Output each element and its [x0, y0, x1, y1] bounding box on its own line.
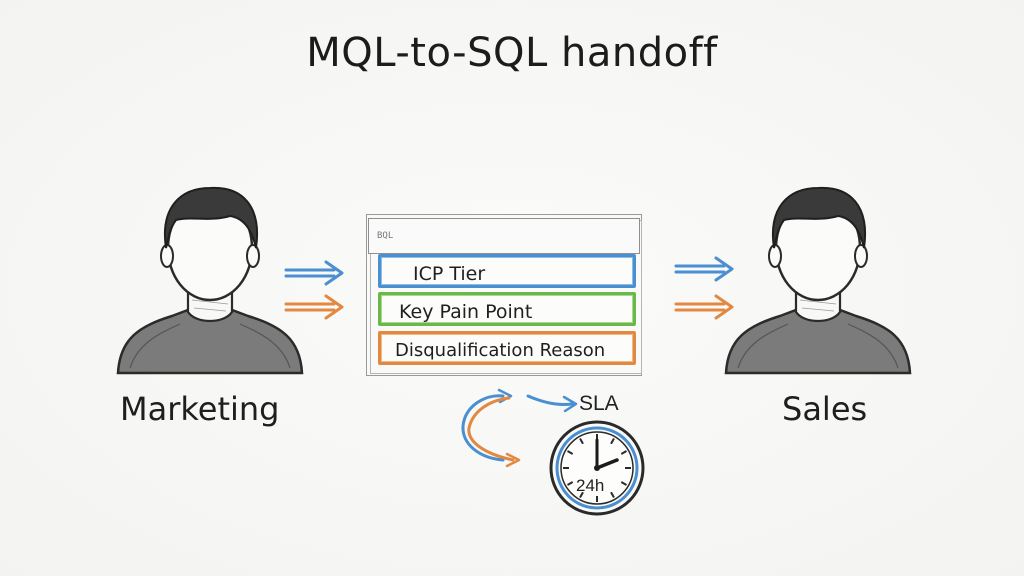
field-key-pain-point: Key Pain Point — [378, 292, 636, 326]
orange-arrow-icon — [284, 294, 344, 320]
field-icp-tier: ICP Tier — [378, 254, 636, 288]
blue-arrow-icon — [284, 260, 344, 286]
clock-icon — [549, 420, 645, 516]
clock-24h-label: 24h — [576, 476, 605, 495]
blue-arrow-icon — [674, 256, 734, 282]
sales-person-icon — [718, 178, 918, 378]
blue-curved-arrow-icon — [526, 394, 578, 413]
marketing-label: Marketing — [120, 390, 280, 428]
card-header-tab: BQL — [368, 218, 640, 254]
orange-arrow-icon — [674, 294, 734, 320]
sales-label: Sales — [782, 390, 868, 428]
card-tab-text: BQL — [377, 231, 394, 241]
marketing-person-icon — [110, 178, 310, 378]
field-disqualification-reason: Disqualification Reason — [378, 331, 636, 365]
circular-arrows-icon — [461, 388, 521, 468]
diagram-title: MQL-to-SQL handoff — [306, 30, 718, 76]
lead-record-card: BQL ICP Tier Key Pain Point Disqualifica… — [366, 214, 648, 376]
sla-label: SLA — [579, 392, 619, 415]
